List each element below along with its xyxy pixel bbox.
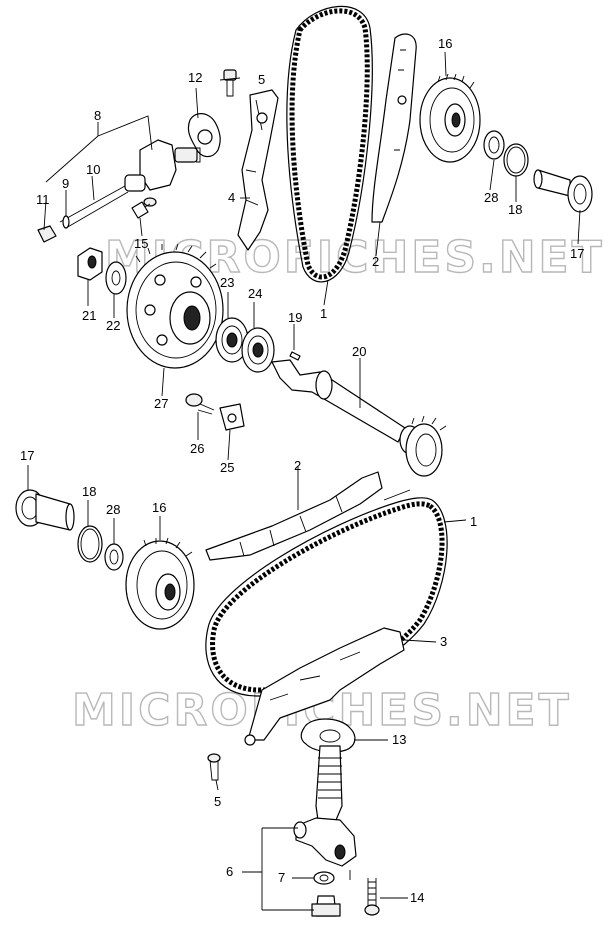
label-16-bottom: 16 xyxy=(152,500,166,515)
tensioner-arm xyxy=(237,89,279,251)
label-10: 10 xyxy=(86,162,100,177)
label-4: 4 xyxy=(228,190,235,205)
cam-chain-top xyxy=(286,5,373,283)
label-13: 13 xyxy=(392,732,406,747)
label-17-bottom: 17 xyxy=(20,448,34,463)
washer-9 xyxy=(62,215,70,229)
washer-7 xyxy=(313,871,335,885)
bolt-14 xyxy=(364,878,380,916)
tensioner-body xyxy=(124,139,201,192)
nut-21 xyxy=(77,247,103,281)
chain-guide-bottom xyxy=(205,471,383,561)
washer-28-bottom xyxy=(104,543,124,571)
label-1-bottom: 1 xyxy=(470,514,477,529)
label-27: 27 xyxy=(154,396,168,411)
label-17-top: 17 xyxy=(570,246,584,261)
oring-18-top xyxy=(503,143,529,177)
label-6: 6 xyxy=(226,864,233,879)
label-18-top: 18 xyxy=(508,202,522,217)
label-15: 15 xyxy=(134,236,148,251)
chain-guide-top xyxy=(371,33,417,223)
idler-gear-bottom xyxy=(125,537,195,630)
label-20: 20 xyxy=(352,344,366,359)
shaft-plug-top xyxy=(533,169,593,213)
bolt-5-top xyxy=(223,69,237,97)
bolt-26 xyxy=(185,393,215,415)
label-25: 25 xyxy=(220,460,234,475)
label-5-top: 5 xyxy=(258,72,265,87)
tensioner-rod xyxy=(59,185,129,229)
label-8: 8 xyxy=(94,108,101,123)
label-28-top: 28 xyxy=(484,190,498,205)
label-16-top: 16 xyxy=(438,36,452,51)
label-9: 9 xyxy=(62,176,69,191)
label-28-bottom: 28 xyxy=(106,502,120,517)
label-24: 24 xyxy=(248,286,262,301)
tensioner-assembly xyxy=(293,745,357,867)
cam-gear-27 xyxy=(126,243,224,369)
gasket-top xyxy=(187,113,221,158)
label-2-top: 2 xyxy=(372,254,379,269)
cap-bolt-11 xyxy=(37,225,57,243)
idler-gear-top xyxy=(419,73,481,163)
washer-22 xyxy=(105,261,127,295)
label-11: 11 xyxy=(36,192,50,207)
label-21: 21 xyxy=(82,308,96,323)
label-14: 14 xyxy=(410,890,424,905)
label-5-bottom: 5 xyxy=(214,794,221,809)
cam-chain-bottom xyxy=(205,497,448,697)
tensioner-blade xyxy=(244,627,405,746)
gasket-bottom xyxy=(300,718,356,753)
label-2-bottom: 2 xyxy=(294,458,301,473)
label-1-top: 1 xyxy=(320,306,327,321)
bolt-5-bottom xyxy=(207,753,221,781)
oring-18-bottom xyxy=(77,525,103,563)
label-22: 22 xyxy=(106,318,120,333)
callout-labels: 1 2 16 5 12 4 8 10 9 11 15 28 18 17 21 2… xyxy=(20,36,584,905)
shaft-plug-bottom xyxy=(15,489,75,531)
bearing-24 xyxy=(241,327,275,373)
plate-25 xyxy=(219,403,245,431)
label-18-bottom: 18 xyxy=(82,484,96,499)
label-23: 23 xyxy=(220,275,234,290)
bolt-15 xyxy=(131,197,157,219)
leader-lines xyxy=(27,51,581,911)
label-7: 7 xyxy=(278,870,285,885)
label-12: 12 xyxy=(188,70,202,85)
camshaft-20 xyxy=(271,359,447,477)
pin-19 xyxy=(289,351,301,361)
label-3: 3 xyxy=(440,634,447,649)
washer-28-top xyxy=(483,130,505,160)
label-19: 19 xyxy=(288,310,302,325)
plug-bolt xyxy=(311,895,341,917)
label-26: 26 xyxy=(190,441,204,456)
